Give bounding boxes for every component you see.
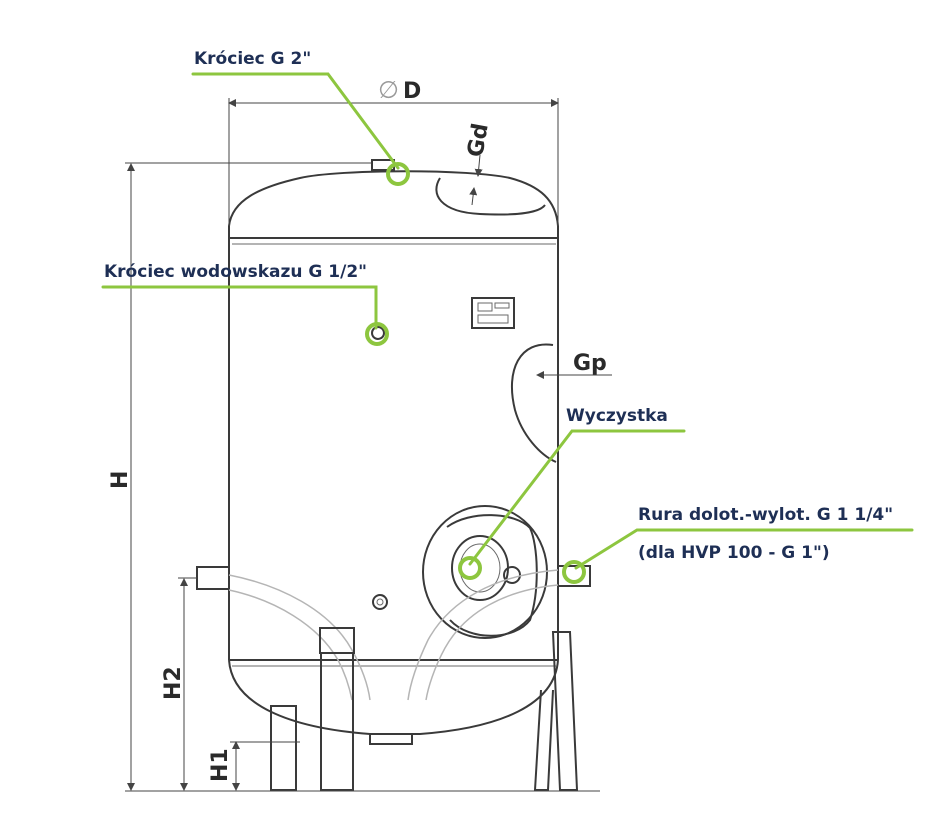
- diameter-symbol: ∅: [378, 76, 399, 104]
- dim-label-gp: Gp: [573, 351, 607, 376]
- callout-inlet-outlet-line1: Rura dolot.-wylot. G 1 1/4": [638, 505, 893, 525]
- tank-outline: [196, 159, 591, 791]
- dim-label-h2: H2: [161, 666, 186, 700]
- dim-label-d: D: [403, 79, 421, 104]
- dim-label-h: H: [108, 471, 133, 489]
- callout-cleanout: Wyczystka: [566, 406, 668, 426]
- callout-connector-top: Króciec G 2": [194, 49, 311, 69]
- dimension-lines: [125, 98, 612, 792]
- marker-connector-top: [386, 162, 410, 186]
- marker-gauge-connector: [365, 322, 389, 346]
- callout-markers: [365, 162, 586, 584]
- callout-gauge-connector: Króciec wodowskazu G 1/2": [104, 262, 367, 282]
- callout-leaders: [101, 72, 914, 570]
- dim-label-gd: Gd: [463, 121, 493, 159]
- marker-inlet-outlet: [562, 560, 586, 584]
- dim-label-h1: H1: [208, 748, 233, 782]
- marker-cleanout: [458, 556, 482, 580]
- callout-inlet-outlet-line2: (dla HVP 100 - G 1"): [638, 543, 830, 563]
